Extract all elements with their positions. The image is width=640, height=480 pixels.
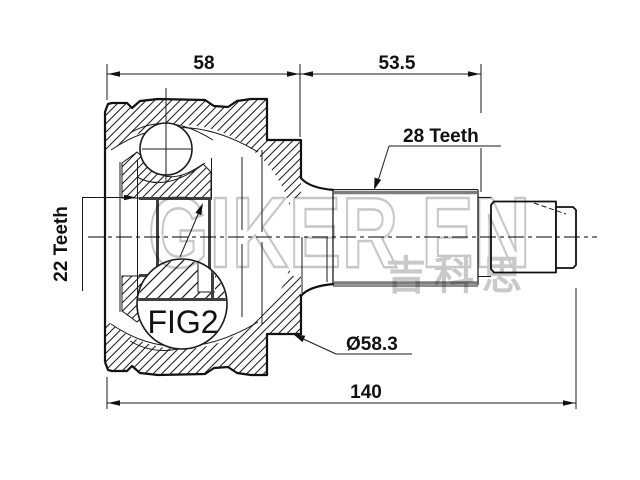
dim-58-text: 58 <box>193 53 214 74</box>
dimension-140: 140 <box>106 288 577 409</box>
housing-outline-upper <box>103 97 335 362</box>
dimension-53-5: 53.5 <box>300 53 482 192</box>
label-22-teeth: 22 Teeth <box>51 194 136 291</box>
dim-140-text: 140 <box>350 382 382 403</box>
label-diameter: Ø58.3 <box>293 334 412 355</box>
dim-53-5-text: 53.5 <box>379 53 416 74</box>
housing-outline-lower <box>103 282 335 377</box>
fig2-callout-arrow <box>179 203 203 258</box>
label-diameter-text: Ø58.3 <box>346 334 398 355</box>
output-shaft <box>301 189 577 293</box>
bearing-ball <box>139 88 193 183</box>
thread-runout-line <box>533 202 567 215</box>
label-28-teeth-text: 28 Teeth <box>403 126 479 147</box>
label-28-teeth: 28 Teeth <box>374 126 501 190</box>
fig2-label: FIG2 <box>147 304 218 340</box>
spline-shaft <box>301 189 491 293</box>
dimension-58: 58 <box>106 53 301 137</box>
fig2-detail-circle: FIG2 <box>136 203 228 350</box>
label-22-teeth-text: 22 Teeth <box>51 206 72 282</box>
